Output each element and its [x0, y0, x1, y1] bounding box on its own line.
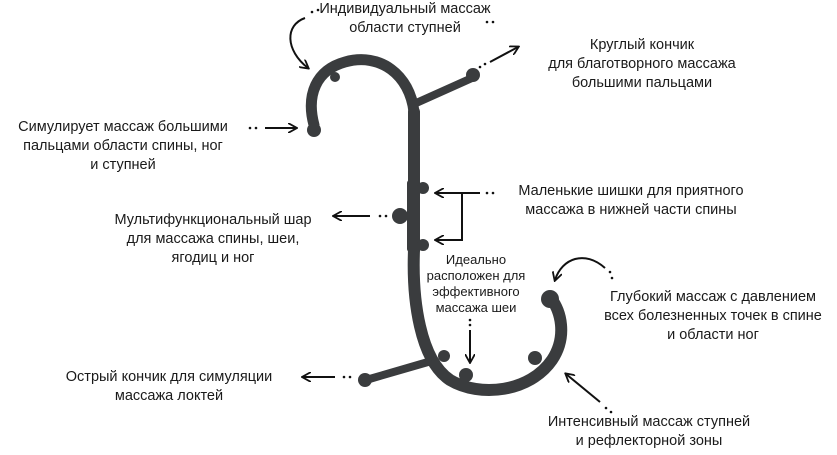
label-deep-massage: Глубокий массаж с давлением всех болезне…: [604, 289, 822, 343]
knob-rail-top: [417, 182, 429, 194]
label-individual-foot: Индивидуальный массаж области ступней: [319, 1, 491, 36]
arrow-deep-massage: [555, 257, 606, 280]
knob-multi-ball: [392, 208, 408, 224]
bottom-branch: [362, 358, 432, 384]
top-branch: [410, 74, 476, 108]
arrow-round-tip: [489, 47, 518, 63]
label-intensive-foot: Интенсивный массаж ступней и рефлекторно…: [547, 414, 751, 449]
knob-top-inner: [330, 72, 340, 82]
knobs: [307, 68, 559, 387]
massager-tool: [305, 54, 568, 396]
label-round-tip: Круглый кончик для благотворного массажа…: [548, 37, 736, 91]
arrow-small-knobs-bottom: [436, 193, 463, 240]
knob-neck-3: [528, 351, 542, 365]
knob-rail-bottom: [417, 239, 429, 251]
knob-top-branch: [466, 68, 480, 82]
arrow-individual-foot: [289, 17, 308, 68]
bottom-curve: [407, 244, 568, 396]
knob-bottom-branch: [358, 373, 372, 387]
label-sharp-tip: Острый кончик для симуляции массажа локт…: [65, 369, 273, 404]
top-hook: [305, 54, 420, 196]
label-multi-ball: Мультифункциональный шар для массажа спи…: [114, 212, 312, 266]
knob-deep-tip: [541, 290, 559, 308]
label-simulates-thumbs: Симулирует массаж большими пальцами обла…: [18, 119, 228, 173]
label-ideal-neck: Идеально расположен для эффективного мас…: [426, 252, 526, 315]
arrow-intensive-foot: [566, 374, 601, 403]
knob-neck-1: [438, 350, 450, 362]
label-small-knobs: Маленькие шишки для приятного массажа в …: [518, 183, 744, 218]
knob-neck-2: [459, 368, 473, 382]
arrows: [248, 8, 614, 414]
knob-top-left: [307, 123, 321, 137]
